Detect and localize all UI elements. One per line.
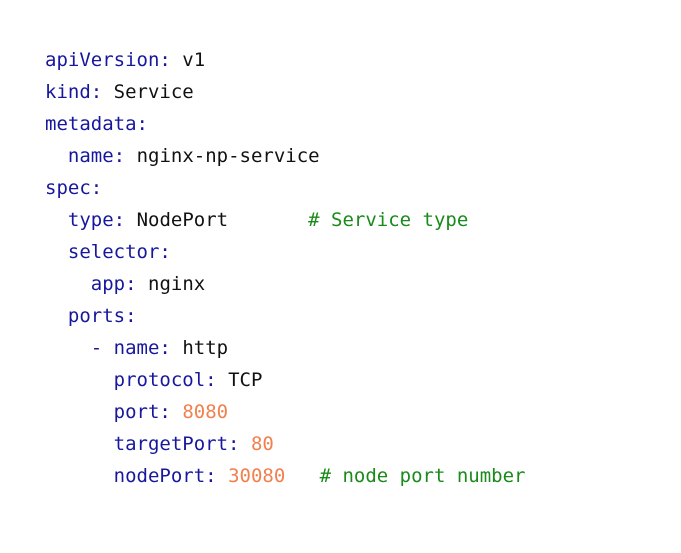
yaml-space — [102, 81, 113, 103]
yaml-space — [239, 433, 250, 455]
yaml-indent — [45, 305, 68, 327]
yaml-space — [125, 145, 136, 167]
yaml-value: 30080 — [228, 465, 286, 487]
yaml-colon: : — [159, 49, 171, 71]
yaml-indent — [45, 337, 91, 359]
line-port-name: - name: http — [45, 332, 526, 364]
yaml-indent — [45, 401, 114, 423]
yaml-value: Service — [113, 81, 194, 103]
line-metadata: metadata: — [45, 108, 526, 140]
yaml-key: apiVersion — [45, 49, 160, 71]
yaml-colon: : — [90, 177, 103, 199]
line-spec-selector: selector: — [45, 236, 526, 268]
line-spec: spec: — [45, 172, 526, 204]
yaml-colon: : — [136, 113, 148, 135]
yaml-indent — [45, 433, 114, 455]
line-selector-app: app: nginx — [45, 268, 526, 300]
yaml-key: protocol — [113, 369, 206, 391]
line-spec-type: type: NodePort # Service type — [45, 204, 526, 236]
yaml-value: 8080 — [182, 401, 229, 423]
yaml-colon: : — [113, 145, 126, 167]
yaml-indent — [45, 273, 91, 295]
yaml-key: metadata — [45, 113, 137, 135]
line-kind: kind: Service — [45, 76, 526, 108]
yaml-space — [125, 209, 136, 231]
yaml-value: nginx-np-service — [136, 145, 320, 167]
yaml-colon: : — [113, 209, 126, 231]
yaml-space — [217, 369, 228, 391]
yaml-space — [171, 401, 182, 423]
line-apiversion: apiVersion: v1 — [45, 44, 526, 76]
line-port-port: port: 8080 — [45, 396, 526, 428]
yaml-key: targetPort — [113, 433, 229, 455]
yaml-key: kind — [45, 81, 91, 103]
yaml-comment: # node port number — [285, 465, 526, 487]
yaml-colon: : — [159, 401, 171, 423]
yaml-comment-text: # node port number — [319, 465, 526, 487]
yaml-value: NodePort — [136, 209, 229, 231]
yaml-value: TCP — [228, 369, 263, 391]
yaml-colon: : — [125, 305, 137, 327]
yaml-comment: # Service type — [228, 209, 468, 231]
yaml-key: name — [67, 145, 114, 167]
yaml-indent — [45, 369, 114, 391]
yaml-colon: : — [205, 369, 217, 391]
yaml-colon: : — [159, 337, 171, 359]
yaml-colon: : — [159, 241, 171, 263]
yaml-key: app — [90, 273, 126, 295]
yaml-key: ports — [67, 305, 126, 327]
yaml-key: port — [113, 401, 160, 423]
yaml-space — [171, 337, 182, 359]
yaml-comment-pad — [285, 465, 319, 487]
yaml-list-dash: - — [90, 337, 114, 359]
yaml-colon: : — [228, 433, 240, 455]
yaml-colon: : — [205, 465, 217, 487]
yaml-colon: : — [125, 273, 137, 295]
yaml-key: name — [113, 337, 160, 359]
yaml-space — [137, 273, 148, 295]
line-metadata-name: name: nginx-np-service — [45, 140, 526, 172]
yaml-indent — [45, 145, 68, 167]
yaml-value: http — [182, 337, 229, 359]
yaml-space — [171, 49, 182, 71]
yaml-comment-pad — [228, 209, 308, 231]
yaml-key: selector — [67, 241, 160, 263]
yaml-value: nginx — [148, 273, 206, 295]
yaml-value: 80 — [250, 433, 274, 455]
yaml-indent — [45, 241, 68, 263]
line-port-protocol: protocol: TCP — [45, 364, 526, 396]
yaml-key: type — [67, 209, 114, 231]
yaml-indent — [45, 209, 68, 231]
yaml-value: v1 — [182, 49, 206, 71]
yaml-key: nodePort — [113, 465, 206, 487]
line-port-nodeport: nodePort: 30080 # node port number — [45, 460, 526, 492]
yaml-comment-text: # Service type — [308, 209, 469, 231]
line-port-targetport: targetPort: 80 — [45, 428, 526, 460]
yaml-key: spec — [45, 177, 91, 199]
line-spec-ports: ports: — [45, 300, 526, 332]
yaml-indent — [45, 465, 114, 487]
yaml-colon: : — [90, 81, 103, 103]
yaml-space — [217, 465, 228, 487]
